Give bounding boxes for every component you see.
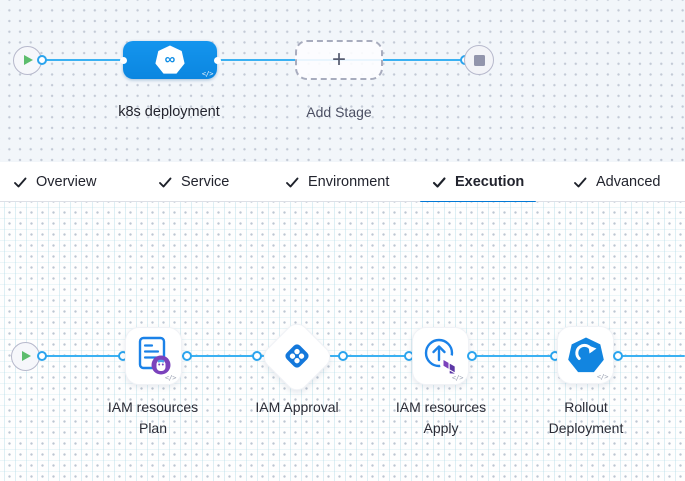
node-port-left: [119, 56, 127, 64]
tab-label: Overview: [36, 174, 97, 190]
yaml-code-indicator: </>: [164, 374, 177, 382]
execution-start-button[interactable]: [11, 341, 40, 371]
checkmark-icon: [159, 177, 172, 187]
tab-environment[interactable]: Environment: [273, 162, 401, 202]
step-label-line1: IAM resources: [107, 399, 199, 415]
terraform-apply-arrow-icon: [424, 338, 458, 374]
infinity-glyph: ∞: [164, 51, 176, 68]
execution-flow-line: [42, 354, 685, 358]
pipeline-end-node[interactable]: [464, 45, 494, 75]
connector-dot: [613, 351, 623, 361]
tab-label: Environment: [308, 174, 390, 190]
step-label: Rollout Deployment: [511, 397, 661, 439]
stage-flow-line: [42, 58, 466, 62]
checkmark-icon: [574, 177, 587, 187]
step-node-rollout-deployment[interactable]: </>: [557, 326, 614, 384]
yaml-code-indicator: </>: [451, 374, 464, 382]
step-label: IAM Approval: [222, 397, 372, 418]
connector-dot: [182, 351, 192, 361]
step-label: IAM resources Plan: [78, 397, 228, 439]
play-icon: [22, 351, 31, 361]
add-stage-label: Add Stage: [306, 104, 372, 120]
step-label-line1: Rollout: [564, 399, 608, 415]
play-icon: [23, 55, 33, 65]
add-stage-button[interactable]: +: [295, 40, 383, 80]
tab-overview[interactable]: Overview: [1, 162, 108, 202]
connector-dot: [252, 351, 262, 361]
yaml-code-indicator: </>: [596, 373, 609, 381]
step-node-iam-resources-apply[interactable]: </>: [412, 327, 469, 385]
node-port-right: [213, 56, 221, 64]
stage-config-tabs: Overview Service Environment Execution A…: [0, 162, 685, 203]
checkmark-icon: [14, 177, 27, 187]
connector-dot: [37, 55, 47, 65]
rollout-hexagon-refresh-icon: [568, 337, 604, 373]
tab-label: Advanced: [596, 174, 661, 190]
plus-icon: +: [331, 46, 346, 73]
step-label: IAM resources Apply: [366, 397, 516, 439]
step-node-iam-resources-plan[interactable]: </>: [125, 327, 182, 385]
connector-dot: [37, 351, 47, 361]
stage-label: k8s deployment: [118, 104, 220, 120]
pipeline-start-button[interactable]: [12, 45, 42, 75]
tab-execution[interactable]: Execution: [420, 162, 537, 203]
step-label-line2: Plan: [138, 420, 168, 436]
tab-service[interactable]: Service: [146, 162, 241, 202]
step-label-line2: Apply: [423, 420, 459, 436]
step-label-line2: Deployment: [548, 420, 624, 436]
approval-diamond-icon: [285, 344, 309, 368]
active-tab-underline: [420, 200, 537, 203]
connector-dot: [467, 351, 477, 361]
checkmark-icon: [286, 177, 299, 187]
stage-graph-canvas: ∞ </> + k8s deployment Add Stage: [0, 0, 685, 162]
step-label-line1: IAM Approval: [255, 399, 339, 415]
infinity-heptagon-icon: ∞: [155, 45, 185, 80]
connector-dot: [338, 351, 348, 361]
step-label-line1: IAM resources: [395, 399, 487, 415]
tab-advanced[interactable]: Advanced: [561, 162, 673, 202]
stop-icon: [473, 54, 485, 66]
stage-node-k8s-deployment[interactable]: ∞ </>: [119, 41, 221, 80]
yaml-code-indicator: </>: [201, 70, 214, 78]
terraform-plan-document-icon: [138, 336, 171, 375]
tab-label: Service: [181, 174, 230, 190]
checkmark-icon: [432, 176, 446, 188]
tab-label: Execution: [455, 174, 525, 190]
